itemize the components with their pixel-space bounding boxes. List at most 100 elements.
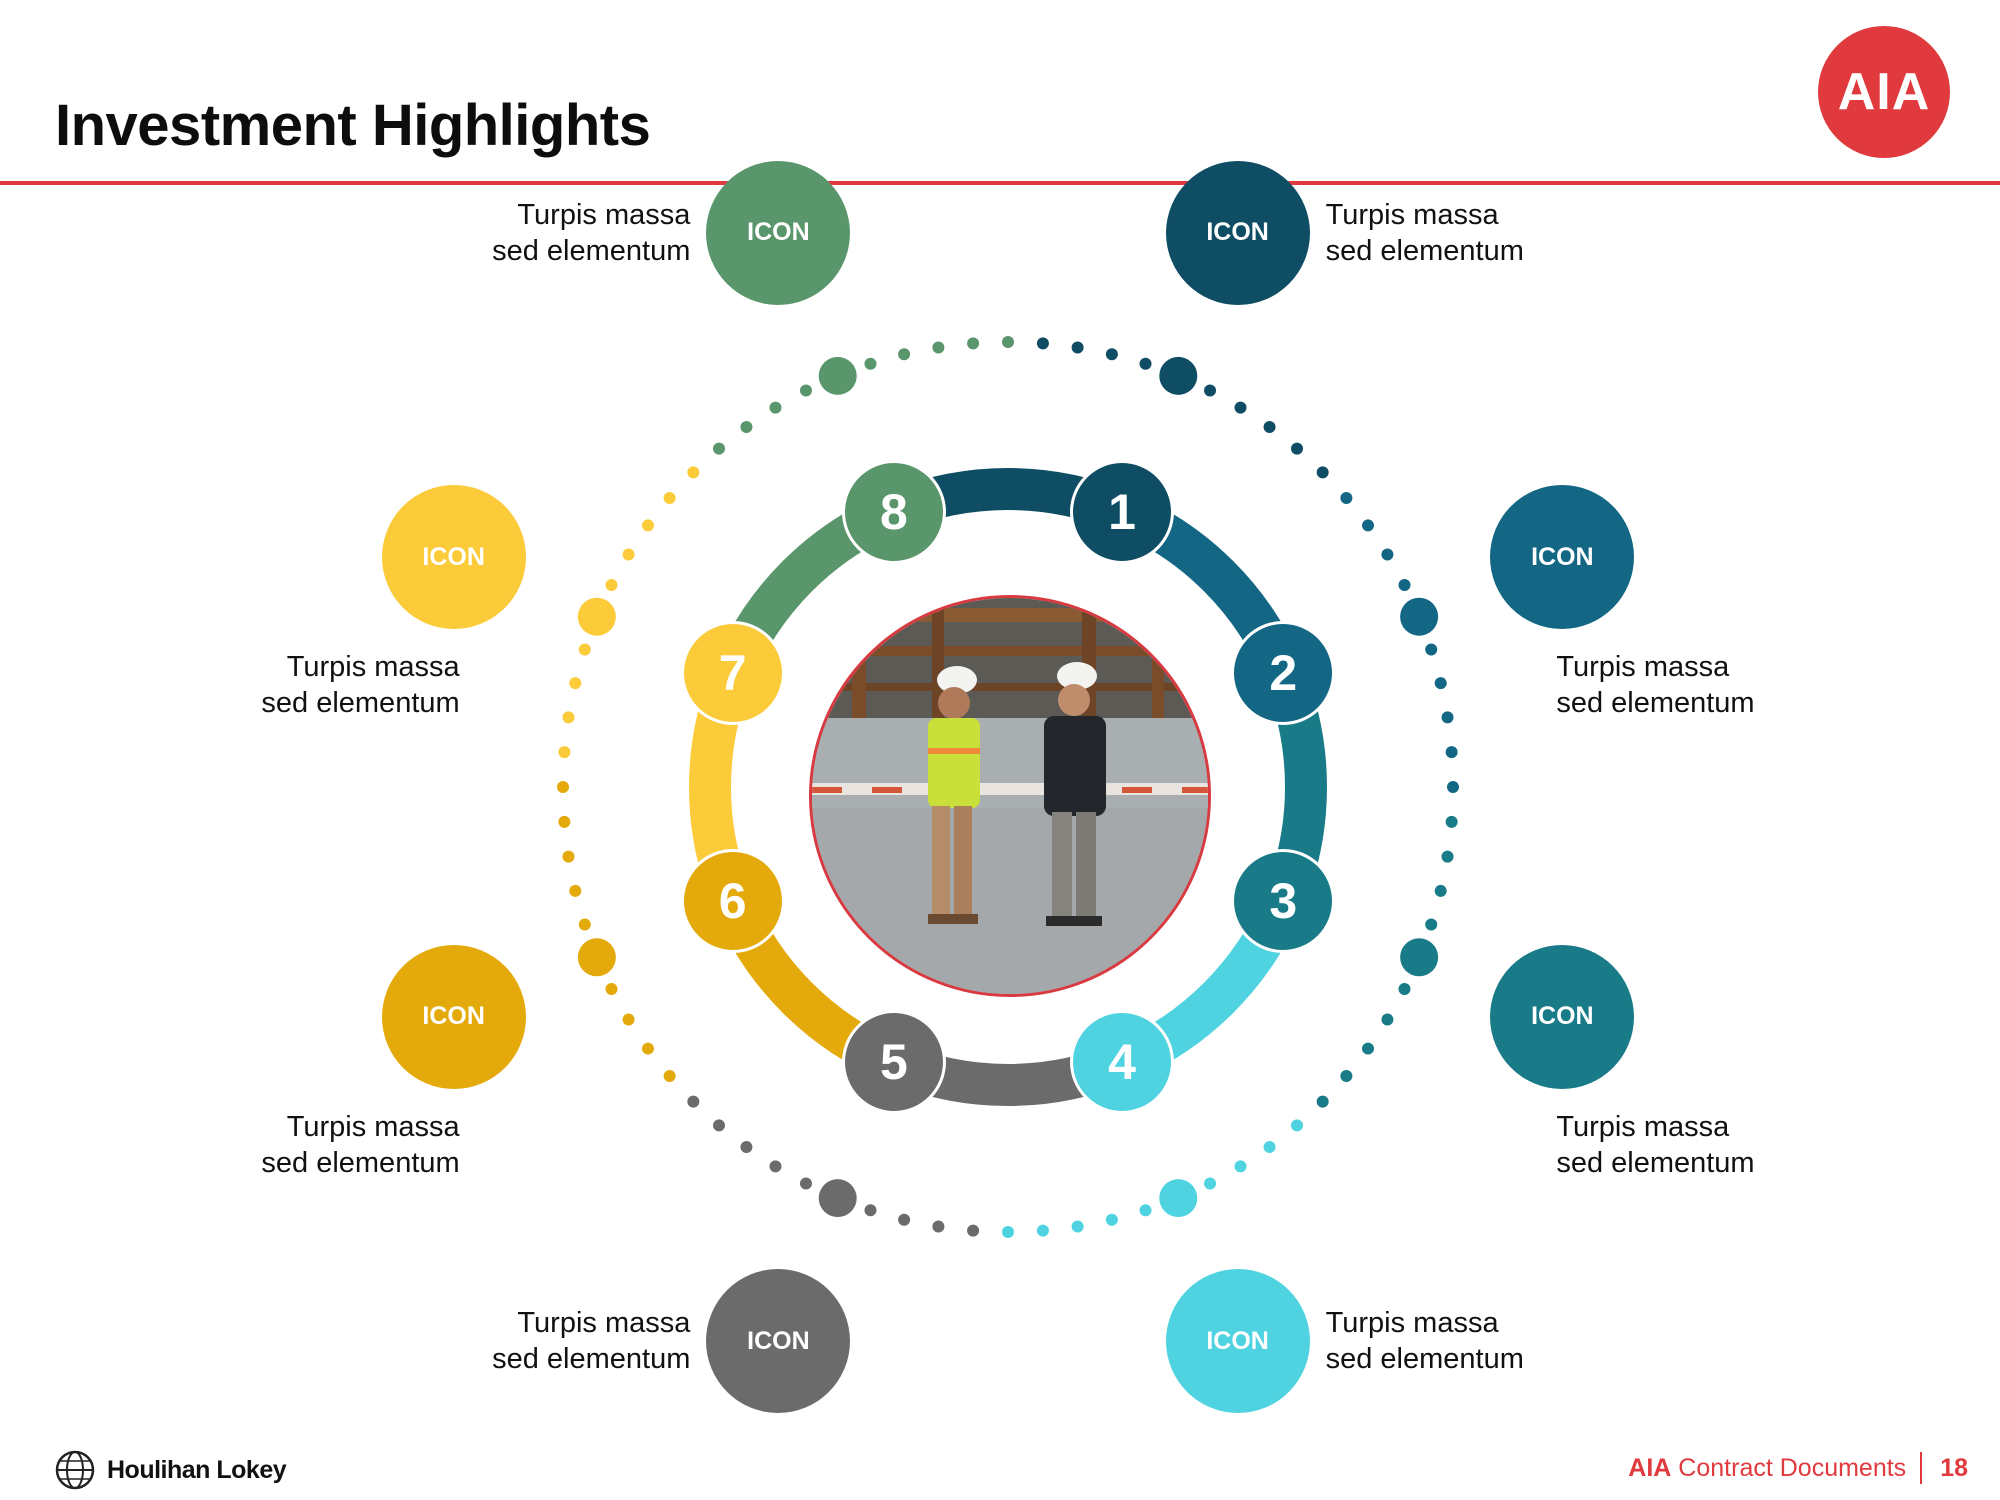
orbit-dot	[663, 1070, 676, 1083]
orbit-dot	[769, 1160, 782, 1173]
orbit-dot	[712, 442, 725, 455]
orbit-dot	[1071, 341, 1084, 354]
orbit-anchor-dot-3	[1400, 938, 1439, 977]
orbit-dot	[605, 983, 618, 996]
step-number-7: 7	[680, 620, 785, 725]
highlight-label-line1: Turpis massa	[1325, 198, 1499, 231]
orbit-dot	[967, 337, 980, 350]
orbit-dot	[1434, 884, 1447, 897]
orbit-dot	[1291, 442, 1304, 455]
step-number-2: 2	[1231, 620, 1336, 725]
highlight-label-line2: sed elementum	[1556, 687, 1755, 720]
orbit-anchor-dot-1	[1159, 356, 1198, 395]
orbit-dot	[1398, 578, 1411, 591]
footer-left-brand: Houlihan Lokey	[55, 1450, 287, 1490]
orbit-dot	[687, 1095, 700, 1108]
orbit-dot	[578, 918, 591, 931]
step-number-1: 1	[1070, 459, 1175, 564]
highlight-label-line1: Turpis massa	[517, 198, 691, 231]
orbit-dot	[1291, 1119, 1304, 1132]
footer-separator	[1920, 1452, 1923, 1484]
orbit-dot	[569, 884, 582, 897]
orbit-dot	[1139, 357, 1152, 370]
orbit-dot	[967, 1224, 980, 1237]
orbit-anchor-dot-8	[818, 356, 857, 395]
orbit-dot	[558, 815, 571, 828]
step-number-6: 6	[680, 849, 785, 954]
icon-placeholder-1: ICON	[1165, 160, 1310, 305]
step-number-5: 5	[841, 1010, 946, 1115]
orbit-dot	[1234, 401, 1247, 414]
header-divider	[0, 181, 2000, 185]
icon-placeholder-5: ICON	[706, 1269, 851, 1414]
orbit-anchor-dot-7	[577, 597, 616, 636]
orbit-dot	[1002, 336, 1014, 348]
orbit-dot	[799, 384, 812, 397]
orbit-dot	[641, 1042, 654, 1055]
highlight-label-line1: Turpis massa	[286, 651, 460, 684]
contract-documents-text: Contract Documents	[1671, 1453, 1907, 1482]
orbit-dot	[932, 1220, 945, 1233]
orbit-dot	[1105, 1213, 1118, 1226]
orbit-dot	[769, 401, 782, 414]
highlight-label-line2: sed elementum	[1325, 1343, 1524, 1376]
highlight-label-line2: sed elementum	[1325, 234, 1524, 267]
orbit-dot	[1425, 918, 1438, 931]
orbit-dot	[1316, 1095, 1329, 1108]
orbit-dot	[1441, 711, 1454, 724]
orbit-dot	[1071, 1220, 1084, 1233]
center-photo	[809, 595, 1211, 997]
orbit-dot	[622, 1013, 635, 1026]
highlight-label-line1: Turpis massa	[1556, 1110, 1730, 1143]
highlight-label-line1: Turpis massa	[517, 1307, 691, 1340]
orbit-dot	[1362, 1042, 1375, 1055]
page-number: 18	[1940, 1453, 1968, 1482]
construction-workers-image	[812, 598, 1208, 994]
orbit-dot	[1445, 746, 1458, 759]
highlight-label-line2: sed elementum	[261, 1146, 460, 1179]
icon-placeholder-7: ICON	[381, 485, 526, 630]
footer-right-brand: AIA Contract Documents 18	[1628, 1452, 1968, 1484]
icon-placeholder-4: ICON	[1165, 1269, 1310, 1414]
orbit-anchor-dot-6	[577, 938, 616, 977]
orbit-dot	[1340, 1070, 1353, 1083]
aia-text: AIA	[1628, 1453, 1672, 1482]
step-number-3: 3	[1231, 849, 1336, 954]
orbit-dot	[622, 548, 635, 561]
highlight-label-line1: Turpis massa	[286, 1110, 460, 1143]
orbit-dot	[663, 491, 676, 504]
orbit-dot	[1002, 1226, 1014, 1238]
icon-placeholder-6: ICON	[381, 944, 526, 1089]
orbit-dot	[898, 1213, 911, 1226]
houlihan-lokey-wordmark: Houlihan Lokey	[107, 1455, 287, 1484]
icon-placeholder-8: ICON	[706, 160, 851, 305]
orbit-dot	[1441, 850, 1454, 863]
orbit-dot	[864, 1204, 877, 1217]
orbit-dot	[562, 850, 575, 863]
orbit-dot	[864, 357, 877, 370]
orbit-dot	[687, 466, 700, 479]
orbit-dot	[1105, 348, 1118, 361]
orbit-dot	[1316, 466, 1329, 479]
orbit-dot	[1263, 1141, 1276, 1154]
orbit-dot	[1204, 384, 1217, 397]
orbit-anchor-dot-5	[818, 1179, 857, 1218]
page-title: Investment Highlights	[55, 93, 651, 158]
orbit-dot	[740, 1141, 753, 1154]
icon-placeholder-2: ICON	[1490, 485, 1635, 630]
orbit-dot	[1425, 643, 1438, 656]
orbit-dot	[799, 1177, 812, 1190]
orbit-dot	[1445, 815, 1458, 828]
orbit-anchor-dot-4	[1159, 1179, 1198, 1218]
orbit-dot	[578, 643, 591, 656]
orbit-dot	[1204, 1177, 1217, 1190]
highlight-label-line2: sed elementum	[1556, 1146, 1755, 1179]
orbit-dot	[1434, 677, 1447, 690]
orbit-dot	[558, 746, 571, 759]
orbit-dot	[557, 781, 569, 793]
orbit-dot	[1381, 548, 1394, 561]
